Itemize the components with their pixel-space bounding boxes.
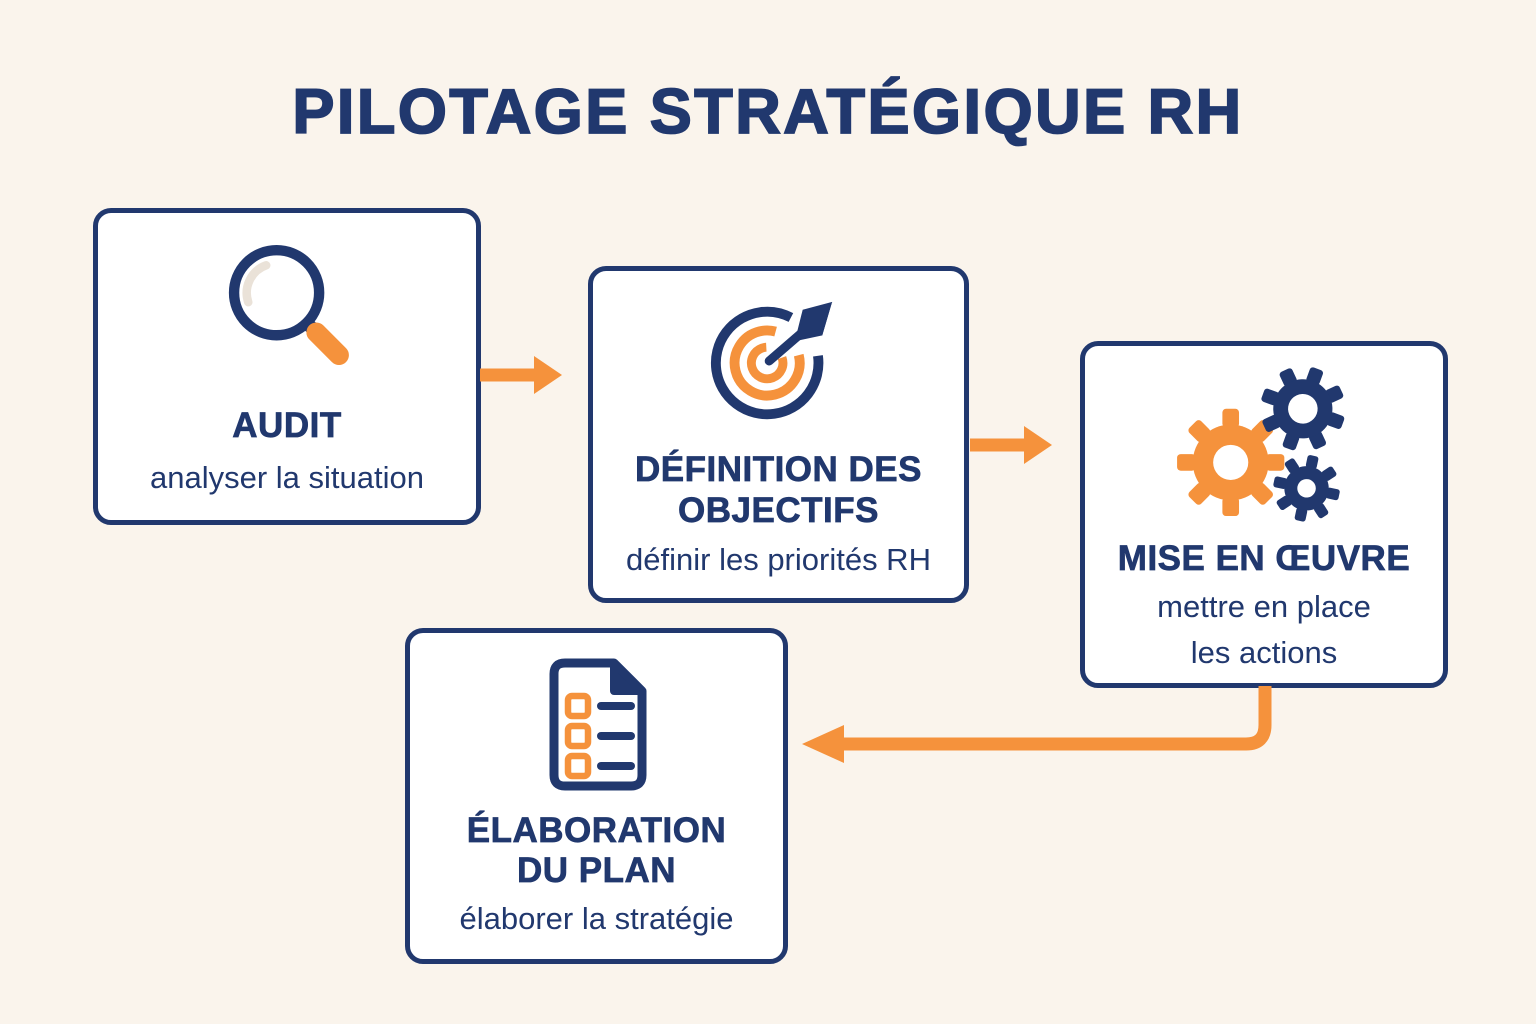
fletching-notch	[821, 301, 832, 336]
arrow-oeuvre-to-plan	[802, 686, 1272, 763]
arrow-audit-to-objectifs	[480, 356, 562, 394]
step-title: DÉFINITION DES	[634, 450, 923, 490]
gear-navy-small	[1273, 455, 1340, 522]
target-dart-icon	[710, 301, 832, 420]
arrow-head	[1024, 426, 1052, 464]
magnifier-icon	[228, 245, 349, 366]
page-title: PILOTAGE STRATÉGIQUE RH	[291, 76, 1244, 148]
step-card-audit: AUDIT analyser la situation	[93, 208, 481, 525]
step-subtitle: élaborer la stratégie	[459, 900, 734, 936]
arrow-elbow-shaft	[842, 686, 1272, 751]
step-title-line2: OBJECTIFS	[678, 490, 879, 530]
step-card-elaboration-du-plan: ÉLABORATION DU PLAN élaborer la stratégi…	[405, 628, 788, 964]
step-title: AUDIT	[232, 406, 342, 446]
document-checklist-icon	[549, 658, 646, 790]
lens-highlight	[242, 261, 271, 307]
step-subtitle: définir les priorités RH	[626, 542, 931, 578]
step-card-definition-des-objectifs: DÉFINITION DES OBJECTIFS définir les pri…	[588, 266, 969, 603]
magnifier-handle	[306, 322, 349, 366]
step-subtitle: analyser la situation	[150, 459, 424, 495]
lens-ring	[228, 245, 325, 341]
step-title: MISE EN ŒUVRE	[1117, 539, 1411, 579]
arrow-objectifs-to-oeuvre	[970, 426, 1052, 464]
dart-fletching	[794, 301, 832, 342]
checklist-lines	[596, 701, 635, 770]
gear-navy-large	[1261, 367, 1345, 451]
step-title-line2: DU PLAN	[516, 851, 677, 891]
checklist-boxes	[564, 692, 591, 779]
step-card-mise-en-oeuvre: MISE EN ŒUVRE mettre en place les action…	[1080, 341, 1448, 688]
arrow-head	[802, 725, 844, 763]
step-subtitle-line2: les actions	[1190, 634, 1338, 670]
gears-icon	[1177, 367, 1345, 522]
step-title: ÉLABORATION	[466, 810, 727, 850]
document-fold-corner	[609, 658, 646, 695]
step-subtitle: mettre en place	[1157, 588, 1371, 624]
target-inner-ring	[746, 342, 787, 384]
target-outer-ring	[710, 306, 823, 420]
arrow-head	[534, 356, 562, 394]
